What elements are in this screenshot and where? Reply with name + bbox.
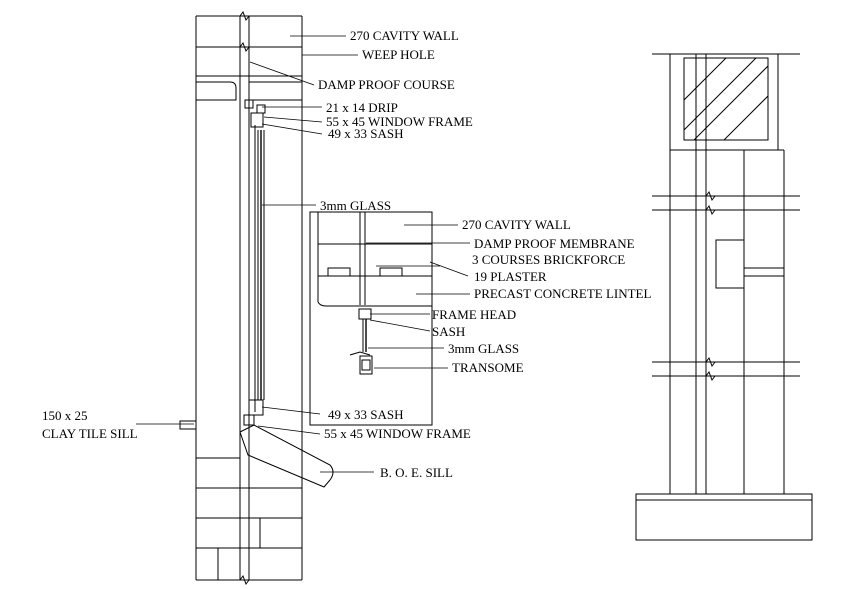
label-drip: 21 x 14 DRIP bbox=[326, 100, 398, 115]
label-damp-proof-membrane: DAMP PROOF MEMBRANE bbox=[474, 236, 635, 251]
label-brickforce: 3 COURSES BRICKFORCE bbox=[472, 252, 625, 267]
label-transome: TRANSOME bbox=[452, 360, 524, 375]
label-damp-proof-course: DAMP PROOF COURSE bbox=[318, 77, 455, 92]
annotations: 270 CAVITY WALL WEEP HOLE DAMP PROOF COU… bbox=[42, 28, 651, 480]
label-precast-lintel: PRECAST CONCRETE LINTEL bbox=[474, 286, 651, 301]
label-cavity-wall-top: 270 CAVITY WALL bbox=[350, 28, 459, 43]
label-frame-head: FRAME HEAD bbox=[432, 307, 516, 322]
label-clay-tile-sill: CLAY TILE SILL bbox=[42, 426, 138, 441]
label-glass-main: 3mm GLASS bbox=[320, 198, 391, 213]
label-cavity-wall-detail: 270 CAVITY WALL bbox=[462, 217, 571, 232]
right-jamb-section bbox=[635, 53, 813, 541]
label-sash-top: 49 x 33 SASH bbox=[328, 126, 404, 141]
label-sash-bottom: 49 x 33 SASH bbox=[328, 407, 404, 422]
leader-lines bbox=[136, 35, 470, 473]
label-glass-detail: 3mm GLASS bbox=[448, 341, 519, 356]
label-window-frame-top: 55 x 45 WINDOW FRAME bbox=[326, 114, 473, 129]
label-sill-size: 150 x 25 bbox=[42, 408, 88, 423]
left-wall-section bbox=[179, 10, 334, 586]
label-sash-detail: SASH bbox=[432, 324, 465, 339]
label-weep-hole: WEEP HOLE bbox=[362, 47, 435, 62]
head-detail bbox=[309, 211, 433, 426]
label-boe-sill: B. O. E. SILL bbox=[380, 465, 453, 480]
label-plaster: 19 PLASTER bbox=[474, 269, 547, 284]
label-window-frame-bottom: 55 x 45 WINDOW FRAME bbox=[324, 426, 471, 441]
